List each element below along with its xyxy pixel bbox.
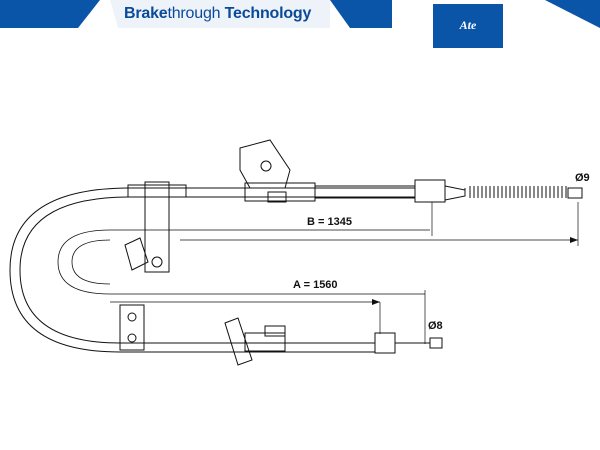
- lower-bracket-hole-top: [127, 312, 137, 322]
- ate-logo: Ate: [433, 4, 503, 48]
- brand-tagline-tail: Technology: [224, 5, 312, 22]
- middle-banner-shape: [330, 0, 392, 28]
- upper-bracket: [239, 139, 291, 189]
- bracket-hole: [260, 160, 272, 172]
- brand-bar: Brakethrough Technology: [0, 0, 600, 30]
- diameter-bottom-label: Ø8: [428, 320, 443, 332]
- ate-logo-text: Ate: [459, 18, 477, 32]
- brand-text-panel: [110, 0, 330, 28]
- lower-bracket: [119, 304, 145, 351]
- brand-banner-shapes: [0, 0, 600, 28]
- lower-mount-bracket: [224, 317, 253, 366]
- lower-nipple: [429, 337, 443, 349]
- brand-tagline-light: through: [167, 5, 221, 22]
- cable-inner-line: [19, 196, 415, 344]
- dimension-loop-inner: [71, 239, 111, 285]
- cable-outer-line: [9, 187, 415, 353]
- lower-bracket-hole-bottom: [127, 333, 137, 343]
- loop-clamp: [144, 181, 170, 273]
- dimension-b-label: B = 1345: [307, 216, 352, 228]
- upper-clip: [267, 191, 287, 203]
- cable-group: [9, 139, 583, 366]
- loop-clamp-tab: [124, 237, 149, 271]
- right-banner-shape: [545, 0, 600, 28]
- brand-tagline: Brakethrough Technology: [124, 5, 311, 23]
- lower-clip: [264, 325, 286, 337]
- upper-spring: [464, 186, 567, 198]
- upper-nipple: [567, 187, 583, 199]
- dimension-loop: [57, 229, 430, 295]
- loop-clamp-band: [127, 184, 187, 198]
- dim-a-arrow: [372, 299, 380, 305]
- diameter-top-label: Ø9: [575, 172, 590, 184]
- left-banner-shape: [0, 0, 100, 28]
- lower-ferrule: [374, 332, 396, 354]
- dimension-a-label: A = 1560: [293, 279, 338, 291]
- upper-taper: [444, 185, 466, 201]
- upper-ferrule: [414, 179, 446, 203]
- loop-clamp-hole: [151, 256, 163, 268]
- dim-b-arrow: [570, 237, 578, 243]
- brand-tagline-bold: Brake: [124, 5, 168, 22]
